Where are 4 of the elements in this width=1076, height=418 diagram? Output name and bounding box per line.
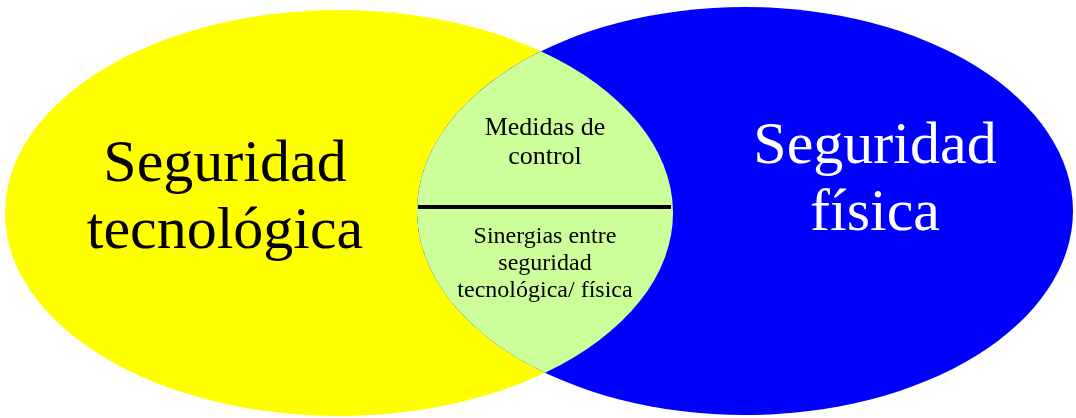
set-label: Seguridad física (752, 110, 998, 245)
region-label: Sinergias entre seguridad tecnológica/ física (456, 222, 634, 303)
region-label: Medidas de control (483, 112, 607, 171)
set-label: Seguridad tecnológica (85, 128, 365, 263)
